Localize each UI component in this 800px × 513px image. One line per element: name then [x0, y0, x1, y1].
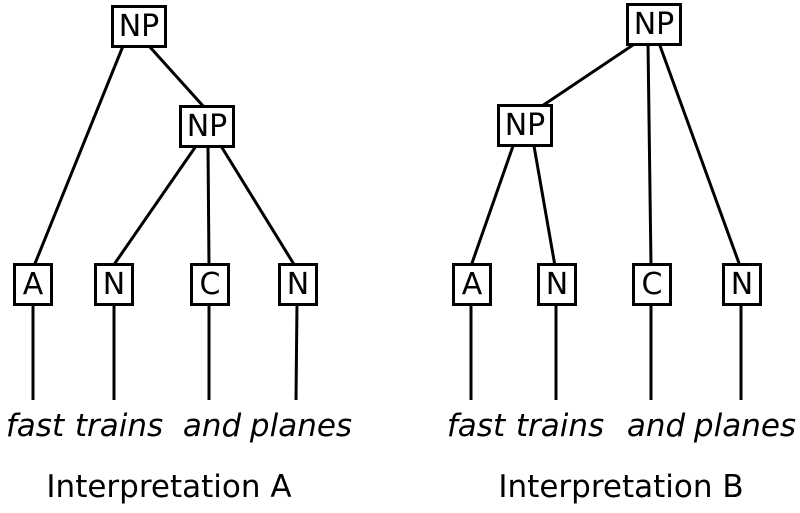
tree-b-leaf-conjunction-label: C	[641, 266, 663, 302]
tree-b-leaf-noun1-label: N	[545, 266, 569, 302]
tree-b-word-planes: planes	[693, 408, 797, 444]
tree-b-root-np-node: NP	[626, 3, 682, 46]
tree-a-leaf-noun2-node: N	[278, 263, 318, 306]
tree-b-leaf-conjunction-node: C	[632, 263, 672, 306]
edge-a-inner-to-leaf-c	[206, 145, 211, 267]
tree-a-leaf-adjective-node: A	[13, 263, 53, 306]
tree-b-leaf-noun2-label: N	[730, 266, 754, 302]
tree-b-word-fast: fast	[446, 408, 506, 444]
edge-b-root-to-inner-np	[541, 41, 637, 108]
tree-b-inner-np-node: NP	[497, 104, 553, 147]
tree-b-word-and: and	[626, 408, 686, 444]
tree-a-leaf-noun1-label: N	[102, 266, 126, 302]
tree-a-word-planes: planes	[249, 408, 353, 444]
tree-a-caption: Interpretation A	[46, 469, 292, 505]
tree-b-leaf-adjective-node: A	[452, 263, 492, 306]
edge-a-root-to-leaf-a	[32, 45, 125, 267]
tree-b-leaf-noun1-node: N	[537, 263, 577, 306]
tree-b-caption: Interpretation B	[498, 469, 744, 505]
tree-b-leaf-noun2-node: N	[722, 263, 762, 306]
tree-b-inner-np-label: NP	[504, 107, 546, 143]
tree-a-inner-np-label: NP	[186, 108, 228, 144]
tree-a-leaf-conjunction-node: C	[190, 263, 230, 306]
tree-a-word-fast: fast	[5, 408, 65, 444]
tree-a-inner-np-node: NP	[179, 105, 235, 148]
tree-a-leaf-noun2-label: N	[286, 266, 310, 302]
edge-b-root-to-leaf-n2	[657, 42, 742, 267]
edge-a-root-to-inner-np	[147, 44, 206, 109]
edge-a-inner-to-leaf-n1	[111, 145, 198, 267]
tree-a-leaf-adjective-label: A	[22, 266, 44, 302]
tree-b-root-np-label: NP	[633, 6, 675, 42]
tree-b-word-trains: trains	[515, 408, 605, 444]
tree-a-word-and: and	[182, 408, 242, 444]
stem-a-planes	[294, 302, 299, 401]
tree-a-root-np-node: NP	[111, 5, 167, 48]
tree-b-leaf-adjective-label: A	[461, 266, 483, 302]
tree-a-leaf-conjunction-label: C	[199, 266, 221, 302]
tree-a-word-trains: trains	[74, 408, 164, 444]
edge-b-inner-to-leaf-a	[469, 145, 515, 267]
tree-a-leaf-noun1-node: N	[94, 263, 134, 306]
edge-a-inner-to-leaf-n2	[219, 145, 297, 267]
edge-b-root-to-leaf-c	[646, 42, 653, 267]
edge-b-inner-to-leaf-n1	[532, 145, 557, 267]
tree-a-root-np-label: NP	[118, 8, 160, 44]
